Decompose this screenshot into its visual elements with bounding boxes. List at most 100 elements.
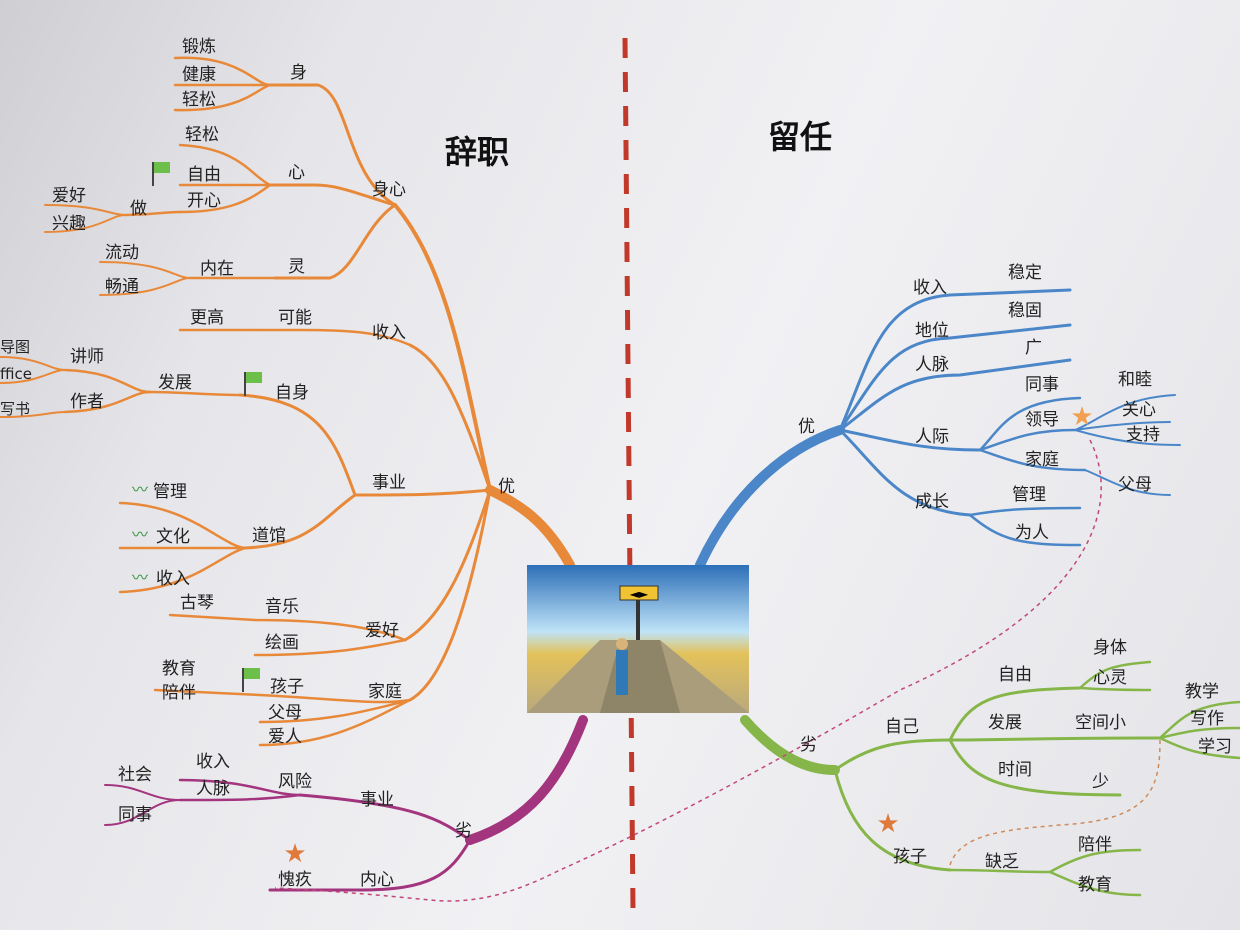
child-item: 陪伴 [162,683,196,703]
status-value: 稳固 [1008,301,1042,321]
develop-item: 教学 [1185,682,1219,702]
painting-label: 绘画 [265,633,299,653]
stay-pros-branches [695,288,1181,570]
star-icon: ★ [1070,402,1093,432]
relation-item: 父母 [1118,475,1152,495]
heart-label: 内心 [360,870,394,890]
mind-label: 心 [288,163,305,183]
higher-label: 更高 [190,308,224,328]
author-label: 作者 [70,392,104,412]
lecturer-item: ffice [0,365,32,383]
stay-child-label: 孩子 [893,847,927,867]
family-relation-label: 家庭 [1025,450,1059,470]
colleague-label: 同事 [1025,375,1059,395]
flag-icon [244,372,262,396]
spirit-item: 流动 [105,243,139,263]
star-icon: ★ [283,839,306,869]
growth-item: 为人 [1015,523,1049,543]
guilt-label: 愧疚 [278,870,312,890]
flag-icon [152,162,170,186]
dojo-item: 收入 [156,569,190,589]
freedom-item: 心灵 [1093,668,1127,688]
time-label: 时间 [998,760,1032,780]
family-label: 家庭 [368,682,402,702]
do-item: 兴趣 [52,214,86,234]
growth-item: 管理 [1012,485,1046,505]
quit-cons-label: 劣 [455,821,472,841]
develop-item: 学习 [1198,737,1232,757]
relation-item: 和睦 [1118,370,1152,390]
stay-develop-label: 发展 [988,713,1022,733]
body-item: 锻炼 [182,37,216,57]
risk-item: 人脉 [196,779,230,799]
lack-item: 陪伴 [1078,835,1112,855]
income-label: 收入 [372,323,406,343]
spouse-label: 爱人 [268,727,302,747]
child-label: 孩子 [270,677,304,697]
association-link-1 [274,439,1102,902]
mind-item: 轻松 [185,125,219,145]
body-mind-label: 身心 [372,180,406,200]
guqin-label: 古琴 [180,593,214,613]
lecturer-item: 导图 [0,338,30,356]
lack-item: 教育 [1078,875,1112,895]
cons-career-label: 事业 [360,790,394,810]
music-label: 音乐 [265,597,299,617]
child-item: 教育 [162,659,196,679]
title-stay: 留任 [768,118,832,156]
body-item: 轻松 [182,90,216,110]
flag-icon [242,668,260,692]
stay-pros-label: 优 [798,417,815,437]
trend-icon: 〰 [132,525,148,544]
center-divider [622,37,636,911]
lecturer-label: 讲师 [70,347,104,367]
network-label: 人脉 [915,355,949,375]
freedom-item: 身体 [1093,638,1127,658]
crossroads-photo-icon: ◄► [527,565,749,713]
possible-label: 可能 [278,308,312,328]
risk-label: 风险 [278,772,312,792]
trend-icon: 〰 [132,568,148,587]
do-item: 爱好 [52,186,86,206]
risk-item: 收入 [196,752,230,772]
quit-cons-branches [104,715,588,892]
inner-label: 内在 [200,259,234,279]
spirit-label: 灵 [288,257,305,277]
quit-pros-label: 优 [498,477,515,497]
quit-pros-branches [0,56,575,747]
leader-label: 领导 [1025,410,1059,430]
dojo-item: 管理 [153,482,187,502]
relation-item: 支持 [1126,425,1160,445]
body-item: 健康 [182,65,216,85]
stay-self-label: 自己 [885,717,919,737]
stay-income-value: 稳定 [1008,263,1042,283]
parents-label: 父母 [268,703,302,723]
title-quit: 辞职 [445,133,509,171]
mind-item: 开心 [187,191,221,211]
body-label: 身 [290,63,307,83]
status-label: 地位 [915,321,949,341]
network-value: 广 [1025,338,1042,358]
trend-icon: 〰 [132,480,148,499]
network-item: 同事 [118,805,152,825]
self-label: 自身 [275,383,309,403]
relation-item: 关心 [1122,400,1156,420]
stay-cons-label: 劣 [800,735,817,755]
author-item: 写书 [0,400,30,418]
do-label: 做 [130,199,147,219]
develop-label: 发展 [158,373,192,393]
stay-income-label: 收入 [913,278,947,298]
network-item: 社会 [118,765,152,785]
freedom-label: 自由 [998,665,1032,685]
relations-label: 人际 [915,427,949,447]
growth-label: 成长 [915,492,949,512]
hobby-label: 爱好 [365,621,399,641]
stay-cons-branches [740,660,1240,897]
dojo-item: 文化 [156,527,190,547]
develop-item: 写作 [1190,709,1224,729]
lack-label: 缺乏 [985,852,1019,872]
association-link-2 [949,739,1161,866]
mind-item: 自由 [187,165,221,185]
career-label: 事业 [372,473,406,493]
